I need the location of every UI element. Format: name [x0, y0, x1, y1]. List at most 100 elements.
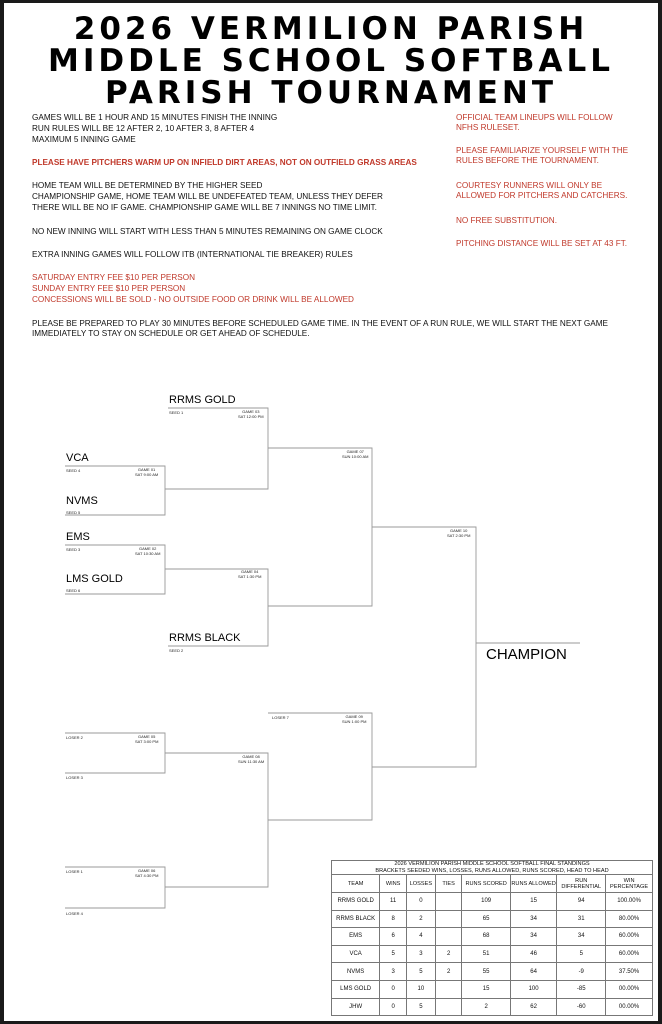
standings-cell: -9	[556, 962, 607, 981]
team-lms-gold: LMS GOLD	[66, 573, 123, 585]
loser-1-label: LOSER 1	[66, 869, 83, 874]
standings-cell: 109	[461, 892, 511, 911]
rule-nfhs: OFFICIAL TEAM LINEUPS WILL FOLLOW NFHS R…	[456, 113, 613, 133]
rule-home-team: HOME TEAM WILL BE DETERMINED BY THE HIGH…	[32, 181, 263, 190]
standings-cell: 6	[379, 927, 407, 946]
seed-vca: SEED 4	[66, 468, 81, 473]
standings-cell: 00.00%	[605, 997, 653, 1017]
poster-title-line-3: PARISH TOURNAMENT	[105, 75, 557, 111]
standings-cell: 00.00%	[605, 979, 653, 999]
loser-4-label: LOSER 4	[66, 911, 83, 916]
standings-cell: 34	[509, 927, 558, 946]
standings-cell: 2	[434, 944, 463, 964]
rule-courtesy-runners: COURTESY RUNNERS WILL ONLY BE ALLOWED FO…	[456, 181, 628, 201]
poster-title-line-2: MIDDLE SCHOOL SOFTBALL	[48, 43, 614, 79]
standings-cell: 0	[379, 979, 407, 999]
standings-cell	[434, 997, 463, 1017]
standings-header-row: TEAM WINS LOSSES TIES RUNS SCORED RUNS A…	[330, 874, 653, 893]
standings-cell: RRMS GOLD	[330, 892, 381, 911]
col-team: TEAM	[330, 874, 381, 893]
standings-cell: 51	[461, 944, 511, 964]
bracket-game-03-lines	[165, 407, 269, 490]
standings-cell: -85	[556, 979, 607, 999]
seed-ems: SEED 3	[66, 547, 81, 552]
standings-cell: 8	[379, 909, 407, 929]
standings-cell: 60.00%	[605, 944, 653, 964]
col-losses: LOSSES	[405, 874, 436, 893]
standings-cell: VCA	[330, 944, 381, 964]
standings-cell: 31	[556, 909, 607, 929]
seed-nvms: SEED 5	[66, 510, 81, 515]
loser-3-label: LOSER 3	[66, 775, 83, 780]
standings-cell: LMS GOLD	[330, 979, 381, 999]
bracket-game-07-lines	[268, 447, 373, 607]
standings-cell: 60.00%	[605, 927, 653, 946]
standings-cell: 80.00%	[605, 909, 653, 929]
standings-cell: 65	[461, 909, 511, 929]
standings-cell: 34	[556, 927, 607, 946]
standings-cell: 37.50%	[605, 962, 653, 981]
standings-cell: 4	[405, 927, 436, 946]
rule-max-innings: MAXIMUM 5 INNING GAME	[32, 135, 136, 144]
loser-2-label: LOSER 2	[66, 735, 83, 740]
concessions-notice: CONCESSIONS WILL BE SOLD - NO OUTSIDE FO…	[32, 295, 354, 304]
standings-cell: EMS	[330, 927, 381, 946]
bracket-game-06-lines	[65, 866, 166, 909]
standings-cell: 34	[509, 909, 558, 929]
final-standings-table: 2026 VERMILION PARISH MIDDLE SCHOOL SOFT…	[330, 860, 653, 1017]
champion-label: CHAMPION	[486, 646, 567, 663]
rule-familiarize: PLEASE FAMILIARIZE YOURSELF WITH THE RUL…	[456, 146, 629, 166]
standings-cell: 3	[405, 944, 436, 964]
poster-title-line-1: 2026 VERMILION PARISH	[73, 11, 589, 47]
bracket-game-01-lines	[65, 465, 166, 516]
col-ties: TIES	[434, 874, 463, 893]
bracket-lines	[65, 407, 580, 909]
standings-caption: 2026 VERMILION PARISH MIDDLE SCHOOL SOFT…	[331, 860, 653, 875]
rule-no-if-game: THERE WILL BE NO IF GAME. CHAMPIONSHIP G…	[32, 203, 377, 212]
bracket-game-09-lower-lines	[268, 767, 373, 821]
standings-cell: 62	[509, 997, 558, 1017]
seed-rrms-gold: SEED 1	[169, 410, 184, 415]
saturday-fee: SATURDAY ENTRY FEE $10 PER PERSON	[32, 273, 196, 282]
standings-cell: 3	[379, 962, 407, 981]
team-ems: EMS	[66, 531, 90, 543]
standings-cell	[434, 979, 463, 999]
pitchers-warning: PLEASE HAVE PITCHERS WARM UP ON INFIELD …	[32, 158, 417, 167]
standings-cell: 46	[509, 944, 558, 964]
standings-cell: 5	[379, 944, 407, 964]
standings-cell: NVMS	[330, 962, 381, 981]
rule-game-clock: NO NEW INNING WILL START WITH LESS THAN …	[32, 227, 383, 236]
seed-lms-gold: SEED 6	[66, 588, 81, 593]
rule-championship-home: CHAMPIONSHIP GAME, HOME TEAM WILL BE UND…	[32, 192, 383, 201]
standings-cell: 100.00%	[605, 892, 653, 911]
team-rrms-black: RRMS BLACK	[169, 632, 241, 644]
bracket-game-09-lines	[268, 712, 373, 767]
bracket-game-08-lines	[165, 752, 269, 888]
team-vca: VCA	[66, 452, 89, 464]
closing-notice: PLEASE BE PREPARED TO PLAY 30 MINUTES BE…	[32, 319, 608, 339]
team-nvms: NVMS	[66, 495, 98, 507]
standings-cell: 5	[405, 997, 436, 1017]
standings-cell: 100	[509, 979, 558, 999]
standings-cell: 11	[379, 892, 407, 911]
standings-cell: 0	[379, 997, 407, 1017]
standings-cell: 68	[461, 927, 511, 946]
col-runs-scored: RUNS SCORED	[461, 874, 511, 893]
col-wins: WINS	[379, 874, 407, 893]
standings-cell: 15	[509, 892, 558, 911]
standings-cell: 5	[556, 944, 607, 964]
rule-run-rules: RUN RULES WILL BE 12 AFTER 2, 10 AFTER 3…	[32, 124, 255, 133]
seed-rrms-black: SEED 2	[169, 648, 184, 653]
standings-cell: 94	[556, 892, 607, 911]
standings-cell: 5	[405, 962, 436, 981]
